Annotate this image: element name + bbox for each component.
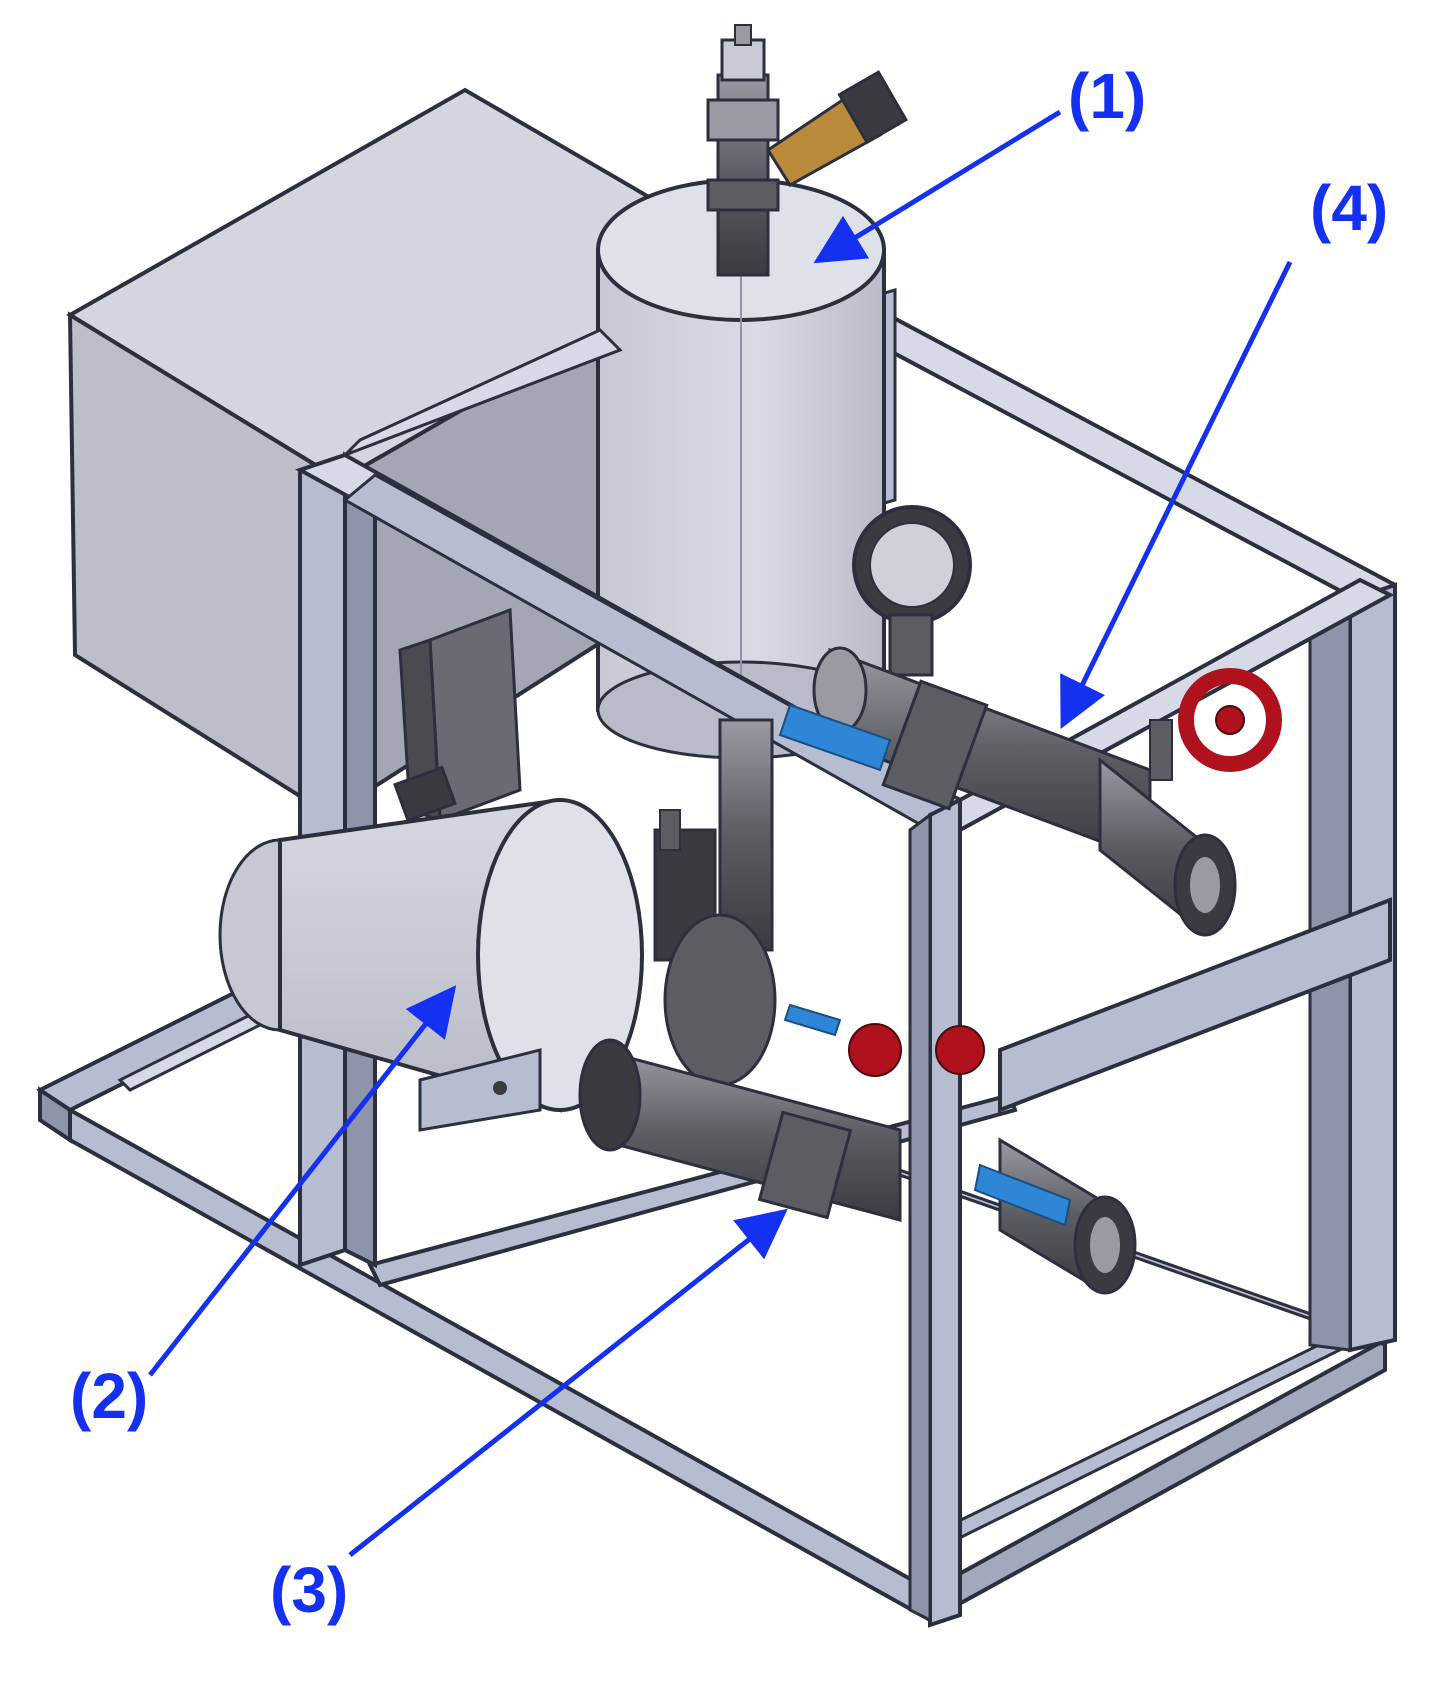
- callout-labels: (1) (4) (2) (3): [70, 60, 1388, 1626]
- lower-blue-handle: [973, 1163, 1072, 1227]
- horizontal-motor: [218, 797, 644, 1132]
- callout-label-1: (1): [1068, 60, 1146, 132]
- lower-valve-handles: [848, 1023, 985, 1077]
- upper-blue-handle: [778, 703, 892, 772]
- callout-label-2: (2): [70, 1360, 148, 1432]
- callout-label-4: (4): [1310, 172, 1388, 244]
- discharge-piping: [778, 505, 1282, 937]
- callout-arrows: [148, 109, 1293, 1557]
- callout-arrow-4: [1060, 260, 1293, 729]
- gate-valve-wheel: [1178, 668, 1282, 772]
- callout-arrow-1: [813, 109, 1062, 264]
- callout-label-3: (3): [270, 1554, 348, 1626]
- pump-piping: [578, 718, 1137, 1295]
- callout-arrow-3: [348, 1208, 788, 1557]
- callout-arrow-2: [148, 985, 457, 1377]
- tank-top-fittings: [706, 24, 908, 277]
- junction-box: [393, 607, 522, 823]
